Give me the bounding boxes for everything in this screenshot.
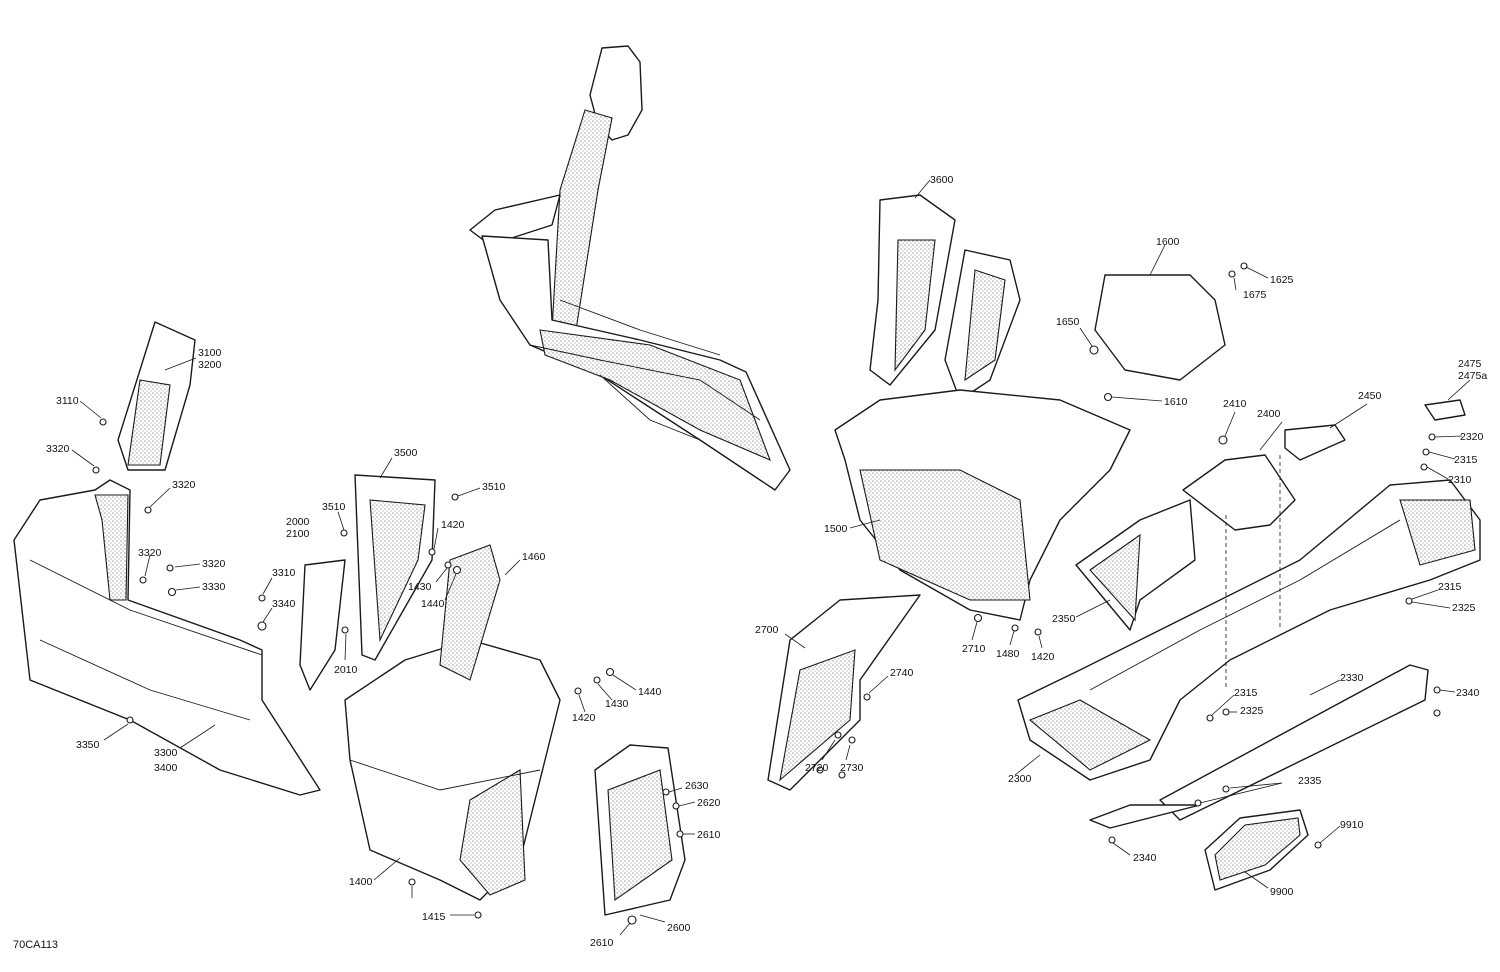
callout-3330: 3320: [202, 558, 226, 570]
callout-3510: 3510: [322, 501, 346, 513]
callout-3320: 3350: [76, 739, 100, 751]
right-frame-assembly: [1017, 399, 1481, 891]
callout-2320: 2320: [1460, 431, 1484, 443]
callout-2340: 2340: [1133, 852, 1157, 864]
callout-2325: 2325: [1452, 602, 1476, 614]
callout-2000: 2000: [286, 516, 310, 528]
callout-2400: 2400: [1257, 408, 1281, 420]
callout-2310: 2310: [1448, 474, 1472, 486]
callout-3320: 3320: [172, 479, 196, 491]
callout-1420: 1420: [1031, 651, 1055, 663]
callout-2350: 2350: [1052, 613, 1076, 625]
callout-3510: 3510: [482, 481, 506, 493]
callout-2610: 2610: [697, 829, 721, 841]
callout-1460: 1460: [522, 551, 546, 563]
callout-1420: 1420: [441, 519, 465, 531]
callout-1400: 1400: [349, 876, 373, 888]
callout-9910: 9910: [1340, 819, 1364, 831]
callout-2740: 2740: [890, 667, 914, 679]
callout-3400: 3400: [154, 762, 178, 774]
callout-1415: 1415: [422, 911, 446, 923]
figure-reference-code: 70CA113: [13, 939, 58, 951]
callout-3320: 3320: [46, 443, 70, 455]
callout-2335: 2335: [1298, 775, 1322, 787]
callout-2300: 2300: [1008, 773, 1032, 785]
callout-2340: 2340: [1456, 687, 1480, 699]
callout-1430: 1430: [408, 581, 432, 593]
callout-1675: 1675: [1243, 289, 1267, 301]
callout-2730: 2730: [840, 762, 864, 774]
console-assembly: [767, 194, 1226, 791]
callout-1480: 1480: [996, 648, 1020, 660]
upper-frame-assembly: [469, 45, 791, 491]
leader-lines: [71, 179, 1471, 936]
callout-2475: 2475: [1458, 358, 1482, 370]
callout-1420: 1420: [572, 712, 596, 724]
callout-2410: 2410: [1223, 398, 1247, 410]
callout-1440: 1440: [421, 598, 445, 610]
callout-1625: 1625: [1270, 274, 1294, 286]
callout-2610: 2610: [590, 937, 614, 949]
callout-2315: 2315: [1438, 581, 1462, 593]
callout-3600: 3600: [930, 174, 954, 186]
callout-2710: 2710: [962, 643, 986, 655]
callout-3320: 3320: [138, 547, 162, 559]
callout-1430: 1430: [605, 698, 629, 710]
callout-3110: 3110: [56, 395, 79, 407]
callout-2315: 2315: [1234, 687, 1258, 699]
callout-3100: 3100: [198, 347, 222, 359]
left-side-panel-assembly: [13, 321, 686, 916]
callout-2700: 2700: [755, 624, 779, 636]
callout-2475a: 2475a: [1458, 370, 1487, 382]
callout-3310: 3330: [202, 581, 226, 593]
callout-2100: 2100: [286, 528, 310, 540]
callout-1440: 1440: [638, 686, 662, 698]
callout-2720: 2720: [805, 762, 829, 774]
callout-2600: 2600: [667, 922, 691, 934]
callout-1610: 1610: [1164, 396, 1188, 408]
callout-2330: 2330: [1340, 672, 1364, 684]
callout-2630: 2630: [685, 780, 709, 792]
callout-2010: 2010: [334, 664, 358, 676]
callout-labels: 3100 3200 3110 3320 3320 3320 3320 3330 …: [46, 174, 1487, 949]
callout-2315: 2315: [1454, 454, 1478, 466]
callout-3350: 3340: [272, 598, 296, 610]
callout-2325: 2325: [1240, 705, 1264, 717]
callout-3200: 3200: [198, 359, 222, 371]
callout-1500: 1500: [824, 523, 848, 535]
callout-2620: 2620: [697, 797, 721, 809]
callout-3500: 3500: [394, 447, 418, 459]
callout-3300: 3300: [154, 747, 178, 759]
callout-1600: 1600: [1156, 236, 1180, 248]
callout-1650: 1650: [1056, 316, 1080, 328]
callout-3340: 3310: [272, 567, 296, 579]
callout-2450: 2450: [1358, 390, 1382, 402]
callout-9900: 9900: [1270, 886, 1294, 898]
